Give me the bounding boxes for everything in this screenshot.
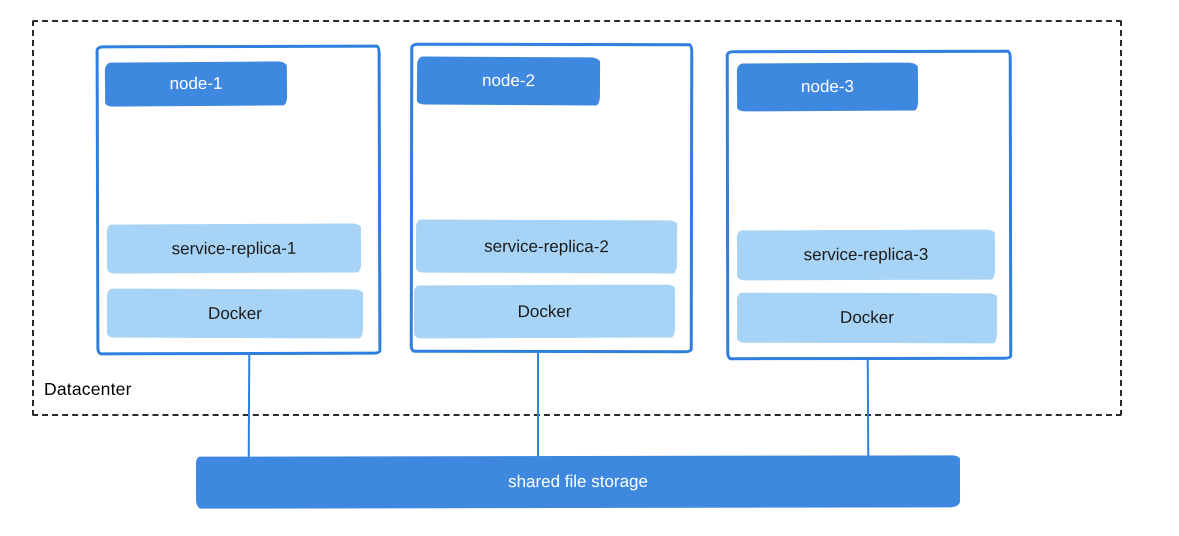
node-title-1: node-1 [104,61,288,107]
service-replica-bar-2: service-replica-2 [415,219,678,274]
connector-line-node1-storage [247,354,251,458]
shared-storage-bar: shared file storage [195,455,961,509]
docker-bar-1: Docker [106,288,364,339]
service-replica-bar-3: service-replica-3 [736,229,996,281]
node-title-2: node-2 [416,56,601,106]
node-title-3: node-3 [736,62,919,112]
docker-bar-3: Docker [736,292,998,344]
docker-bar-2: Docker [413,284,676,339]
datacenter-boundary [32,20,1122,416]
service-replica-bar-1: service-replica-1 [106,223,362,274]
connector-line-node2-storage [537,353,539,457]
datacenter-label: Datacenter [44,379,132,399]
